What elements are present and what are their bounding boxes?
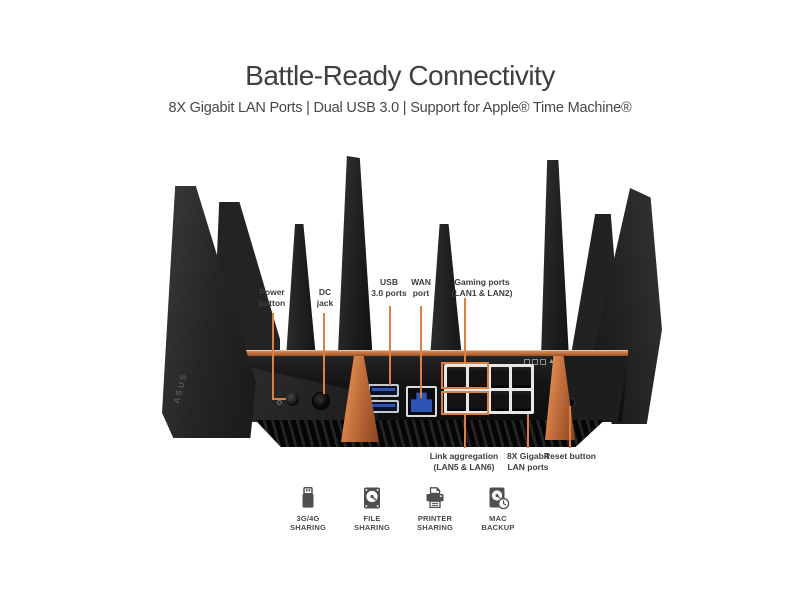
- reset-button: [567, 399, 574, 406]
- callout-label-dc-jack: DC jack: [316, 287, 334, 308]
- callout-label-usb: USB 3.0 ports: [371, 277, 407, 298]
- feature-label: PRINTER SHARING: [417, 514, 453, 532]
- usb-port-tongue: [370, 402, 397, 411]
- feature-3g4g-sharing: 3G/4G SHARING: [276, 486, 340, 532]
- callout-line-usb: [389, 306, 391, 385]
- usb3-port-2: [368, 400, 399, 413]
- callout-line-dc-jack: [323, 313, 325, 394]
- callout-label-wan: WAN port: [411, 277, 431, 298]
- warning-triangle-icon: ▲: [548, 358, 555, 365]
- lan-port-bank: [444, 364, 534, 414]
- callout-line-wan: [420, 306, 422, 398]
- callout-line-power: [272, 313, 274, 400]
- feature-file-sharing: FILE SHARING: [340, 486, 404, 532]
- feature-label: FILE SHARING: [354, 514, 390, 532]
- callout-line-reset: [569, 406, 571, 448]
- callout-line-gaming-ports: [464, 298, 466, 362]
- lan-port-socket: [447, 367, 466, 388]
- regulatory-mark-icon: [532, 358, 538, 365]
- lan-port-socket: [447, 390, 466, 411]
- usb-dongle-icon: [302, 486, 314, 508]
- lan-port-socket: [512, 390, 531, 411]
- power-symbol-icon: [277, 400, 282, 405]
- printer-icon: [426, 487, 444, 509]
- antenna-tall-right: [541, 160, 569, 358]
- lan-port-socket: [468, 367, 488, 388]
- antenna-tall-left: [337, 156, 373, 358]
- feature-mac-backup: MAC BACKUP: [466, 486, 530, 532]
- dc-jack: [313, 393, 329, 409]
- callout-label-reset: Reset button: [544, 451, 596, 461]
- callout-line-power: [272, 398, 286, 400]
- page-title: Battle-Ready Connectivity: [245, 60, 555, 91]
- feature-label: 3G/4G SHARING: [290, 514, 326, 532]
- callout-label-gaming-ports: Gaming ports (LAN1 & LAN2): [451, 277, 513, 298]
- hard-drive-icon: [364, 487, 380, 509]
- gaming-ports-highlight-box: [441, 362, 489, 389]
- callout-label-power: Power button: [258, 287, 286, 308]
- link-aggregation-highlight-box: [441, 391, 489, 415]
- lan-port-socket: [512, 367, 531, 388]
- power-button: [286, 393, 299, 406]
- lan-port-socket: [490, 390, 510, 411]
- callout-line-link-aggregation: [464, 415, 466, 448]
- feature-label: MAC BACKUP: [481, 514, 515, 532]
- hdd-clock-icon: [489, 487, 510, 510]
- usb3-port-1: [368, 384, 399, 397]
- lan-port-socket: [468, 390, 488, 411]
- page-subtitle: 8X Gigabit LAN Ports | Dual USB 3.0 | Su…: [168, 100, 632, 116]
- copper-accent-stripe: [228, 350, 628, 356]
- feature-printer-sharing: PRINTER SHARING: [403, 486, 467, 532]
- rj45-plug: [411, 392, 432, 412]
- usb-port-tongue: [370, 386, 397, 395]
- lan-port-socket: [490, 367, 510, 388]
- body-right-facet: [560, 356, 628, 422]
- callout-label-link-aggregation: Link aggregation (LAN5 & LAN6): [429, 451, 499, 472]
- callout-line-lan-ports: [527, 414, 529, 448]
- regulatory-mark-icon: [540, 358, 546, 365]
- callout-label-lan-ports: 8X Gigabit LAN ports: [506, 451, 550, 472]
